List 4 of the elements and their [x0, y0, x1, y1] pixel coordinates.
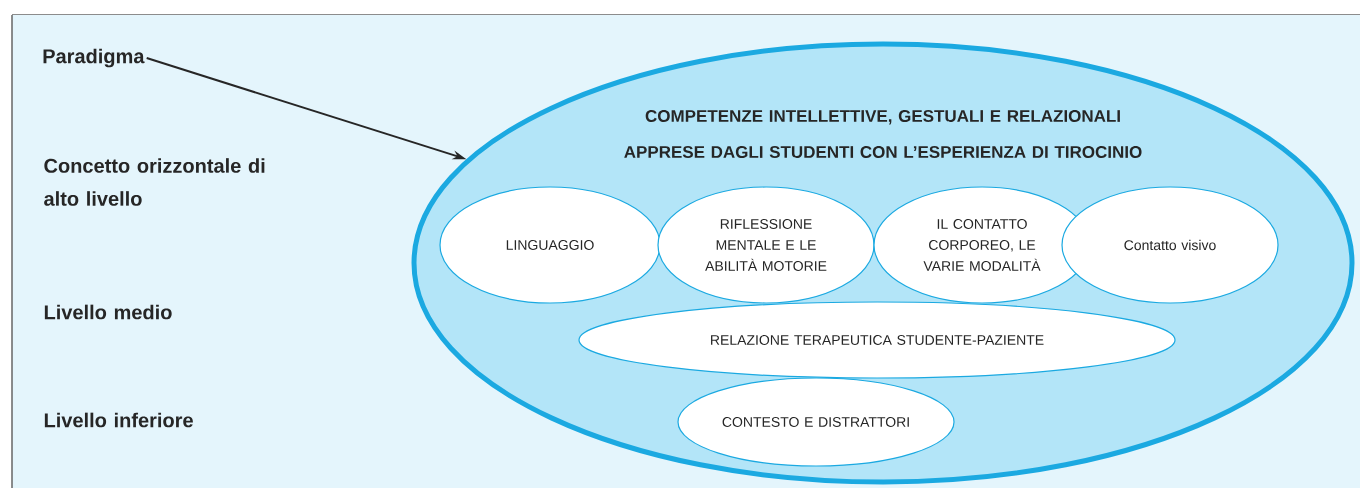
- level-label: Livello medio: [44, 304, 172, 320]
- level-label: Concetto orizzontale di alto livello: [44, 158, 265, 206]
- level-label: Paradigma: [43, 48, 145, 68]
- level-label: Livello inferiore: [44, 412, 193, 428]
